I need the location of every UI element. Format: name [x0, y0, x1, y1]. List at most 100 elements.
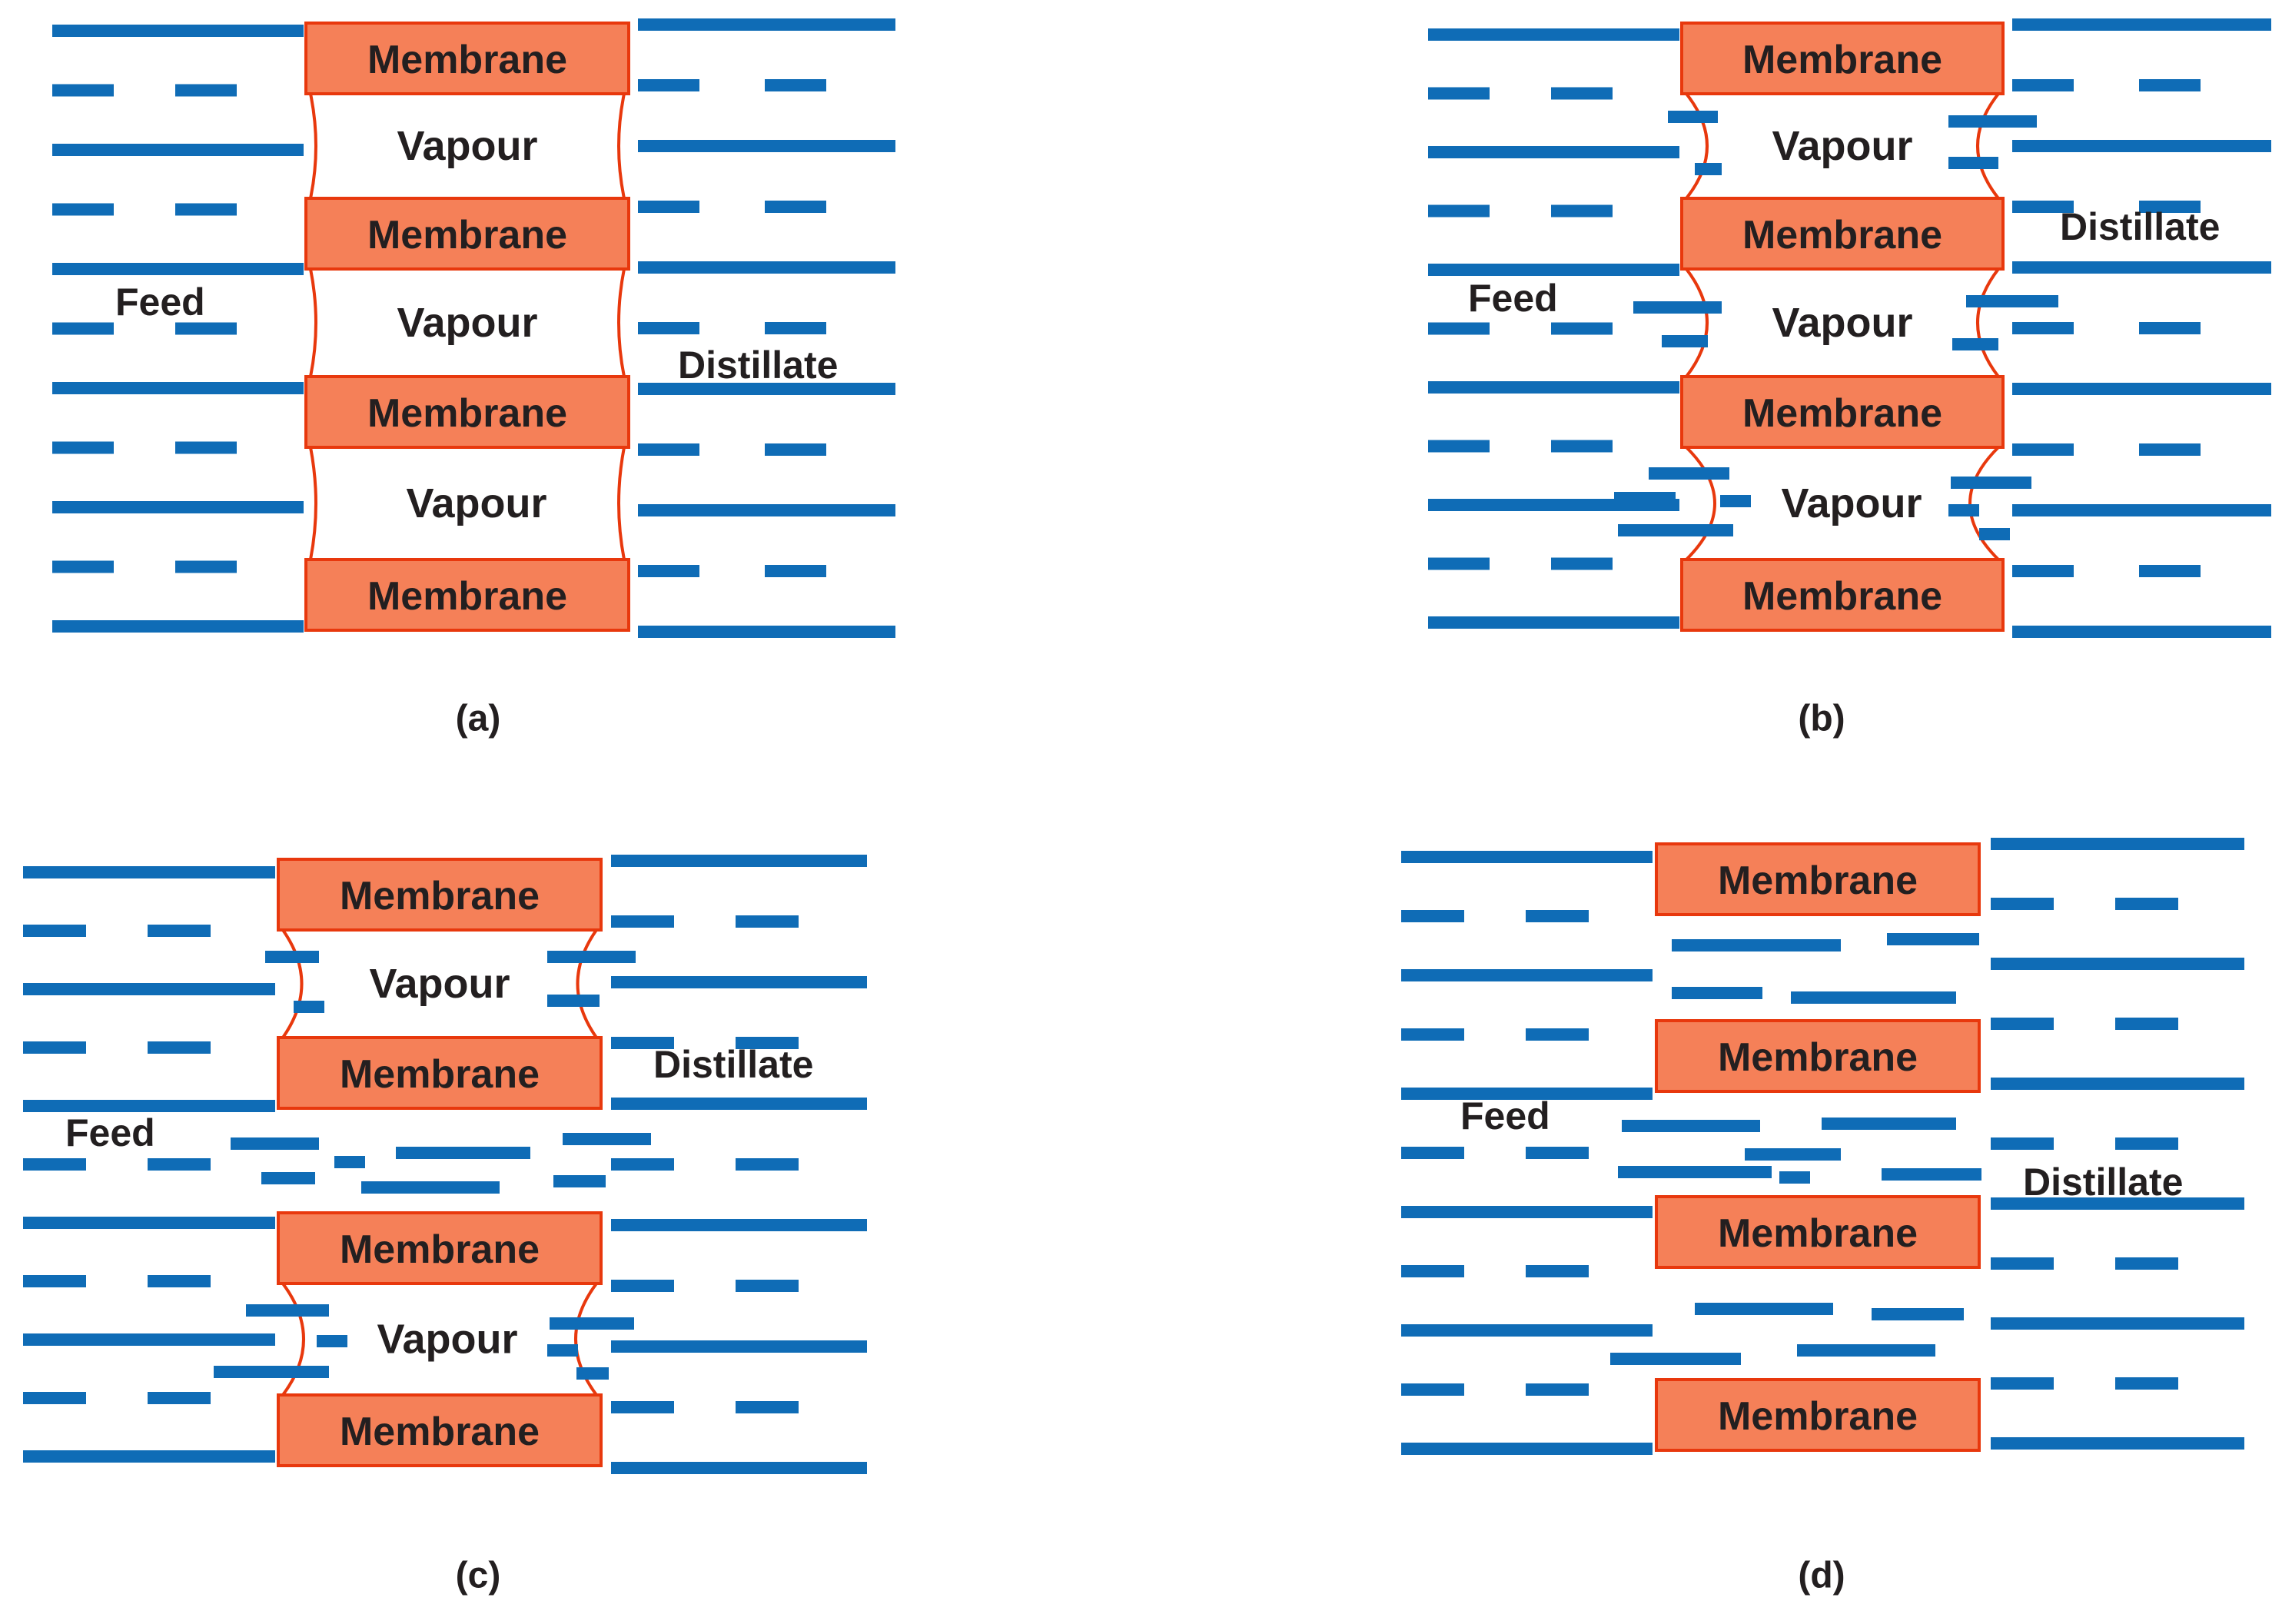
- liquid-line: [2012, 322, 2074, 334]
- distillate-liquid: [2012, 18, 2271, 638]
- liquid-line: [2139, 322, 2201, 334]
- membrane-layer: Membrane: [304, 197, 630, 271]
- liquid-line: [148, 1041, 211, 1054]
- feed-liquid: [1428, 28, 1679, 629]
- liquid-line: [1526, 910, 1589, 922]
- liquid-line: [1991, 1377, 2054, 1390]
- membrane-label: Membrane: [1718, 858, 1918, 903]
- liquid-line: [1551, 322, 1613, 335]
- membrane-layer: Membrane: [1680, 197, 2005, 271]
- liquid-line: [2115, 1018, 2178, 1030]
- membrane-label: Membrane: [367, 38, 567, 82]
- liquid-line: [317, 1335, 347, 1347]
- liquid-line: [1779, 1171, 1810, 1184]
- liquid-line: [1401, 1383, 1464, 1396]
- liquid-line: [2012, 261, 2271, 274]
- liquid-line: [1991, 898, 2054, 910]
- meniscus-right: [617, 447, 626, 560]
- liquid-line: [1401, 1206, 1653, 1218]
- liquid-line: [1401, 1147, 1464, 1159]
- meniscus-right: [1976, 92, 2000, 200]
- liquid-line: [1672, 987, 1762, 999]
- membrane-layer: Membrane: [1680, 558, 2005, 632]
- distillate-label: Distillate: [2060, 205, 2220, 248]
- liquid-line: [1428, 616, 1679, 629]
- liquid-line: [2012, 18, 2271, 31]
- liquid-line: [2012, 626, 2271, 638]
- liquid-line: [148, 1158, 211, 1171]
- liquid-line: [1966, 295, 2058, 307]
- panel-caption: (a): [456, 699, 501, 739]
- distillate-liquid: [611, 855, 867, 1474]
- liquid-line: [1401, 1028, 1464, 1041]
- vapour-label: Vapour: [1772, 300, 1912, 346]
- meniscus-left: [281, 928, 304, 1039]
- liquid-line: [765, 201, 826, 213]
- liquid-line: [148, 925, 211, 937]
- meniscus-left: [309, 447, 317, 560]
- vapour-gap: Vapour: [1685, 92, 2000, 200]
- liquid-line: [23, 983, 275, 995]
- liquid-line: [1822, 1118, 1956, 1130]
- membrane-block: [1680, 375, 2005, 449]
- membrane-label: Membrane: [340, 1052, 540, 1097]
- membrane-layer: Membrane: [277, 858, 603, 932]
- liquid-line: [611, 1158, 674, 1171]
- liquid-line: [1401, 910, 1464, 922]
- liquid-line: [765, 443, 826, 456]
- liquid-line: [2139, 443, 2201, 456]
- liquid-line: [2012, 565, 2074, 577]
- liquid-line: [2115, 898, 2178, 910]
- vapour-gap: Vapour: [309, 268, 626, 377]
- liquid-line: [1428, 440, 1490, 453]
- liquid-line: [1428, 322, 1490, 335]
- membrane-block: [277, 858, 603, 932]
- liquid-line: [611, 1037, 674, 1049]
- liquid-line: [1672, 939, 1841, 951]
- liquid-line: [1428, 87, 1490, 100]
- feed-liquid: [52, 25, 304, 633]
- membrane-label: Membrane: [1718, 1211, 1918, 1256]
- liquid-line: [52, 322, 114, 335]
- vapour-gap: Vapour: [281, 1282, 598, 1397]
- liquid-line: [1991, 1317, 2244, 1330]
- membrane-layer: Membrane: [277, 1211, 603, 1285]
- membrane-block: [1680, 22, 2005, 95]
- vapour-gap: Vapour: [309, 93, 626, 199]
- liquid-line: [1401, 1443, 1653, 1455]
- liquid-line: [611, 855, 867, 867]
- liquid-line: [1428, 28, 1679, 41]
- liquid-line: [611, 1098, 867, 1110]
- liquid-line: [175, 560, 237, 573]
- vapour-label: Vapour: [1772, 123, 1912, 169]
- liquid-line: [638, 443, 699, 456]
- liquid-line: [1633, 301, 1722, 314]
- liquid-line: [214, 1366, 329, 1378]
- liquid-line: [175, 322, 237, 335]
- membrane-block: [277, 1036, 603, 1110]
- membrane-label: Membrane: [340, 874, 540, 918]
- liquid-line: [638, 18, 895, 31]
- liquid-line: [1428, 557, 1490, 570]
- liquid-line: [2012, 201, 2074, 213]
- liquid-line: [736, 1401, 799, 1413]
- liquid-line: [2139, 79, 2201, 91]
- liquid-line: [736, 915, 799, 928]
- liquid-line: [1401, 851, 1653, 863]
- vapour-label: Vapour: [377, 1317, 517, 1363]
- liquid-line: [52, 263, 304, 275]
- panel-a: MembraneMembraneMembraneMembraneVapourVa…: [52, 18, 895, 739]
- liquid-line: [1526, 1383, 1589, 1396]
- liquid-line: [52, 25, 304, 37]
- liquid-line: [1951, 477, 2031, 489]
- liquid-line: [1526, 1147, 1589, 1159]
- liquid-line: [638, 261, 895, 274]
- liquid-line: [1610, 1353, 1741, 1365]
- liquid-line: [2012, 504, 2271, 516]
- liquid-line: [52, 501, 304, 513]
- liquid-line: [736, 1158, 799, 1171]
- liquid-line: [638, 140, 895, 152]
- liquid-line: [547, 1344, 578, 1357]
- liquid-line: [2115, 1257, 2178, 1270]
- liquid-line: [611, 1462, 867, 1474]
